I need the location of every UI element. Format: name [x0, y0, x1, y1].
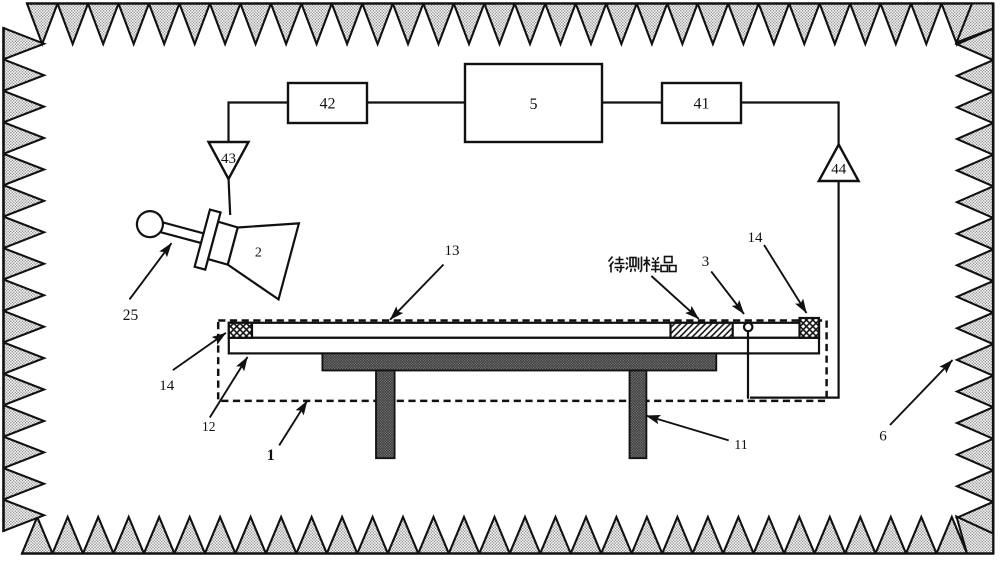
- svg-text:25: 25: [123, 307, 139, 324]
- svg-text:13: 13: [445, 243, 460, 259]
- svg-text:14: 14: [748, 230, 764, 246]
- svg-text:6: 6: [879, 429, 887, 445]
- svg-text:12: 12: [202, 419, 216, 434]
- svg-text:42: 42: [320, 96, 336, 113]
- svg-text:41: 41: [694, 96, 710, 113]
- svg-text:44: 44: [831, 162, 847, 178]
- svg-text:43: 43: [221, 151, 236, 167]
- svg-text:2: 2: [255, 246, 262, 261]
- svg-text:11: 11: [734, 438, 747, 453]
- svg-text:1: 1: [267, 447, 275, 464]
- svg-text:5: 5: [530, 96, 538, 113]
- svg-text:14: 14: [159, 378, 175, 394]
- svg-text:3: 3: [702, 254, 710, 270]
